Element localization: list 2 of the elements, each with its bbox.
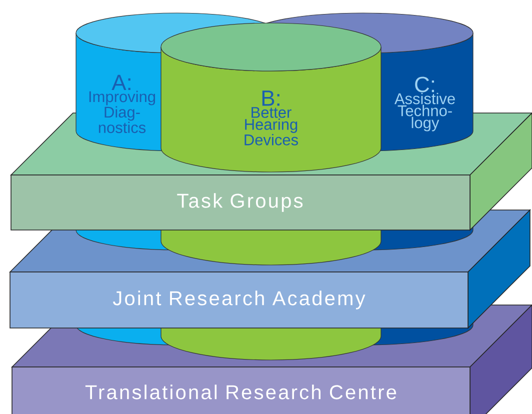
node-label: Task Groups (177, 193, 303, 212)
node-label: Translational Research Centre (85, 384, 396, 400)
